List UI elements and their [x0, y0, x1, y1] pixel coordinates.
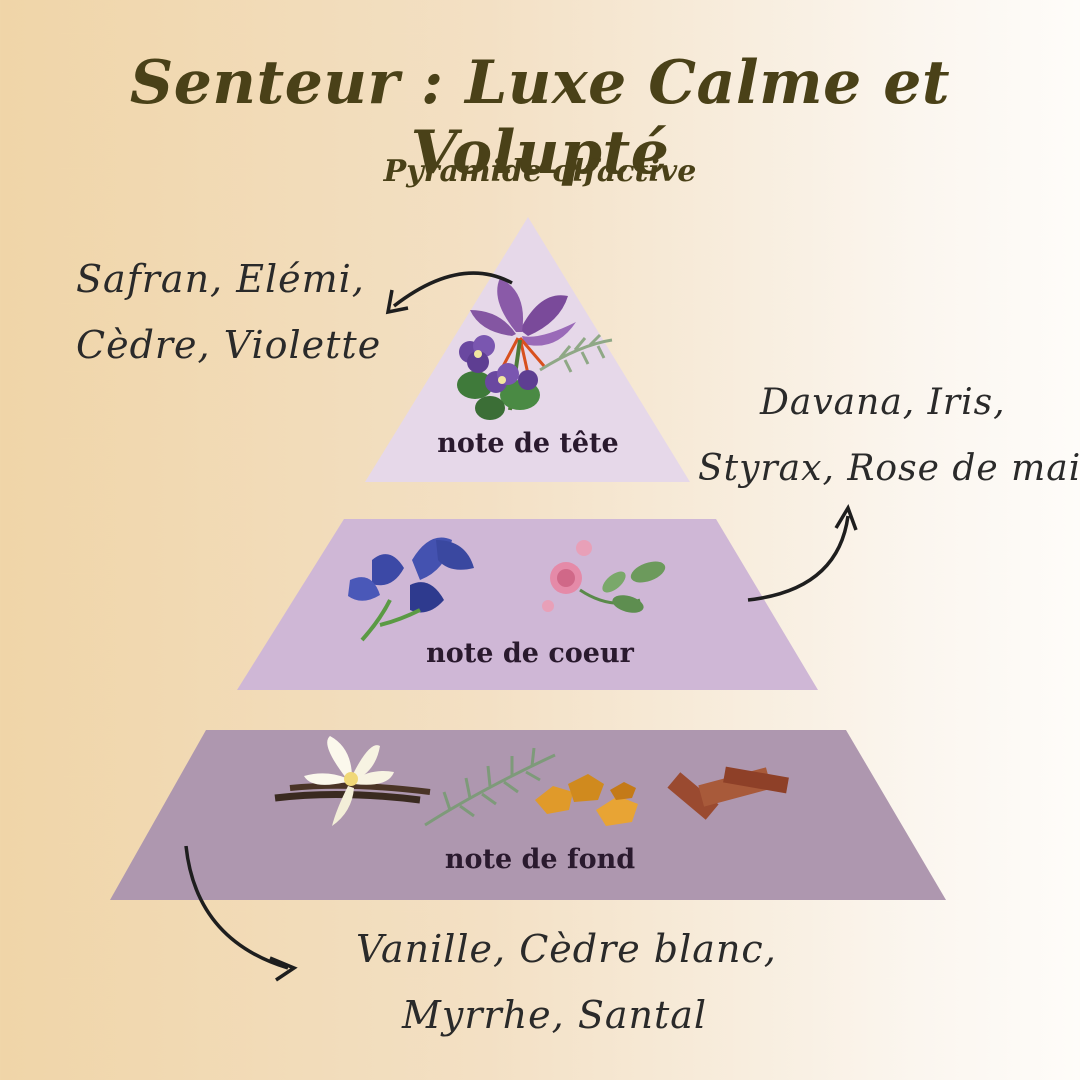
arrow-bottom-icon — [184, 845, 298, 982]
elemi-leaf-icon — [539, 333, 613, 373]
cedar-branch-icon — [424, 747, 556, 827]
top-notes: Safran, Elémi, Cèdre, Violette — [76, 246, 381, 378]
top-notes-line2: Cèdre, Violette — [76, 323, 382, 367]
rose-icon — [542, 540, 666, 613]
saffron-icon — [470, 278, 576, 411]
page-title: Senteur : Luxe Calme et Volupté — [129, 48, 951, 188]
myrrh-resin-icon — [535, 774, 638, 826]
violet-icon — [457, 335, 540, 420]
iris-icon — [348, 537, 474, 642]
top-tier-shape — [365, 217, 690, 482]
sandalwood-icon — [667, 766, 789, 820]
bottom-notes-line1: Vanille, Cèdre blanc, — [356, 927, 777, 971]
bottom-notes: Vanille, Cèdre blanc, Myrrhe, Santal — [356, 916, 777, 1048]
tier-label-top: note de tête — [437, 428, 619, 459]
middle-notes-line1: Davana, Iris, — [760, 382, 1006, 423]
middle-notes: Davana, Iris, Styrax, Rose de mai — [698, 370, 1080, 502]
top-notes-line1: Safran, Elémi, — [76, 257, 365, 301]
middle-notes-line2: Styrax, Rose de mai — [698, 448, 1080, 489]
bottom-notes-line2: Myrrhe, Santal — [402, 993, 708, 1037]
tier-label-bottom: note de fond — [444, 844, 636, 875]
vanilla-icon — [274, 736, 431, 826]
arrow-top-icon — [385, 271, 513, 315]
tier-label-middle: note de coeur — [426, 638, 634, 669]
arrow-middle-icon — [747, 503, 858, 602]
page-subtitle: Pyramide olfactive — [383, 154, 697, 189]
